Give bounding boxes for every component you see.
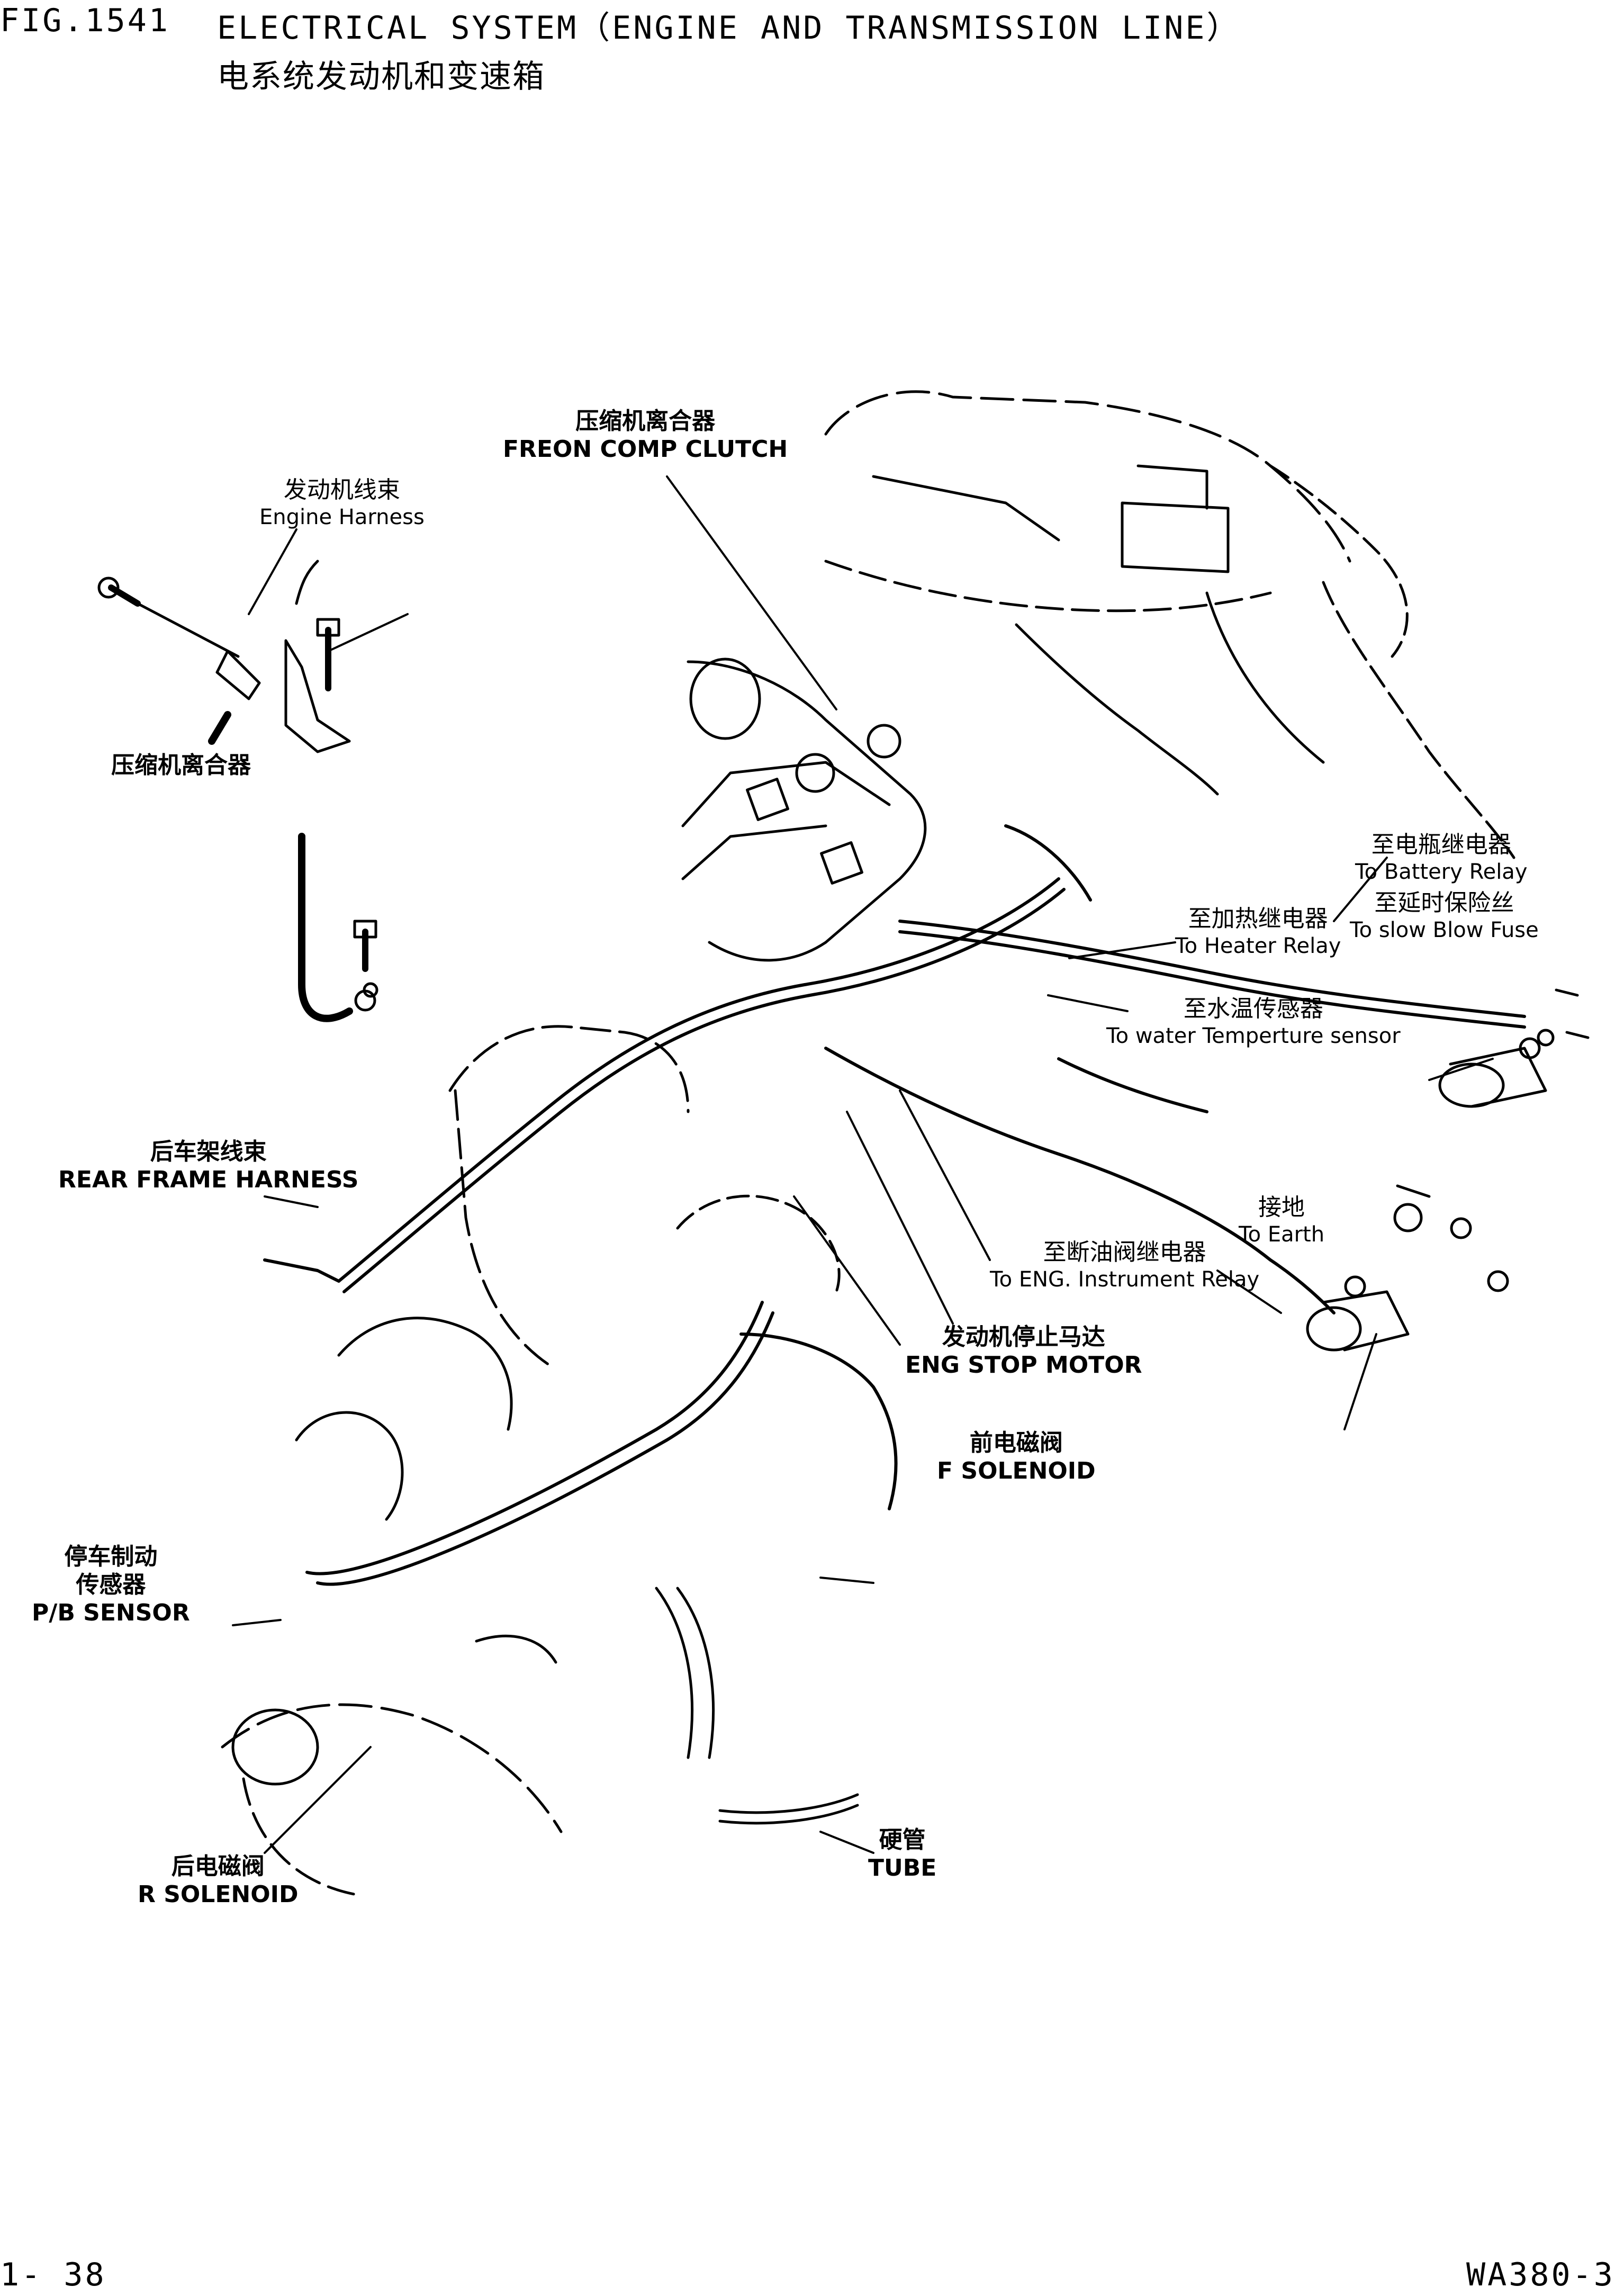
label-zh: 前电磁阀 xyxy=(969,1429,1063,1456)
label-r-solenoid: 后电磁阀 R SOLENOID xyxy=(138,1853,299,1909)
label-engine-harness: 发动机线束 Engine Harness xyxy=(259,476,425,530)
label-tube: 硬管 TUBE xyxy=(868,1826,936,1883)
label-zh: 硬管 xyxy=(879,1826,926,1853)
transmission-housing xyxy=(221,1025,841,1897)
label-zh: 接地 xyxy=(1258,1194,1305,1221)
label-en: REAR FRAME HARNESS xyxy=(58,1166,359,1193)
label-zh: 后车架线束 xyxy=(150,1138,267,1165)
label-eng-stop-motor: 发动机停止马达 ENG STOP MOTOR xyxy=(905,1323,1142,1380)
label-water-temp-sensor: 至水温传感器 To water Temperture sensor xyxy=(1106,995,1401,1049)
figure-title-zh: 电系统发动机和变速箱 xyxy=(217,58,545,95)
label-eng-instrument-relay: 至断油阀继电器 To ENG. Instrument Relay xyxy=(990,1239,1259,1292)
label-en: TUBE xyxy=(868,1854,937,1881)
label-zh: 至加热继电器 xyxy=(1188,905,1328,932)
label-zh: 发动机线束 xyxy=(283,476,400,503)
battery-relay xyxy=(1438,988,1590,1108)
label-zh: 压缩机离合器 xyxy=(111,752,251,779)
label-zh: 至电瓶继电器 xyxy=(1371,831,1511,858)
label-en: To slow Blow Fuse xyxy=(1350,917,1539,942)
label-en: P/B SENSOR xyxy=(32,1599,190,1626)
label-f-solenoid: 前电磁阀 F SOLENOID xyxy=(937,1429,1096,1485)
wiring-harness xyxy=(263,824,1526,1586)
label-zh: 停车制动 xyxy=(64,1543,158,1570)
label-zh: 压缩机离合器 xyxy=(575,408,716,435)
engine-harness-bracket xyxy=(97,560,351,753)
label-en: To Battery Relay xyxy=(1355,859,1528,884)
label-en: To ENG. Instrument Relay xyxy=(990,1267,1260,1292)
label-en: FREON COMP CLUTCH xyxy=(503,435,788,463)
label-en: To Earth xyxy=(1239,1222,1325,1247)
label-en: To Heater Relay xyxy=(1175,933,1341,958)
leader-lines xyxy=(232,475,1494,1854)
label-zh: 至水温传感器 xyxy=(1183,995,1323,1022)
label-rear-frame-harness: 后车架线束 REAR FRAME HARNESS xyxy=(58,1138,358,1194)
ground-cable xyxy=(298,833,378,1022)
label-earth: 接地 To Earth xyxy=(1239,1194,1324,1247)
compressor-assembly xyxy=(681,658,927,962)
label-pb-sensor: 停车制动 传感器 P/B SENSOR xyxy=(32,1543,190,1627)
label-en: F SOLENOID xyxy=(937,1457,1096,1484)
label-zh: 后电磁阀 xyxy=(171,1853,265,1880)
label-en: Engine Harness xyxy=(259,505,425,529)
label-zh: 至延时保险丝 xyxy=(1374,889,1514,916)
label-en: To water Temperture sensor xyxy=(1106,1023,1401,1048)
page-number: 1- 38 xyxy=(0,2256,106,2293)
engine-body xyxy=(824,390,1515,859)
label-en: R SOLENOID xyxy=(138,1880,299,1908)
label-battery-relay: 至电瓶继电器 To Battery Relay xyxy=(1355,831,1528,885)
label-zh: 传感器 xyxy=(76,1571,146,1598)
figure-title-en: ELECTRICAL SYSTEM（ENGINE AND TRANSMISSIO… xyxy=(217,10,1241,47)
figure-number: FIG.1541 xyxy=(0,2,170,39)
label-heater-relay: 至加热继电器 To Heater Relay xyxy=(1175,905,1341,959)
label-slow-blow-fuse: 至延时保险丝 To slow Blow Fuse xyxy=(1350,889,1539,943)
label-zh: 至断油阀继电器 xyxy=(1043,1239,1206,1266)
label-zh: 发动机停止马达 xyxy=(942,1323,1105,1350)
label-comp-clutch-left: 压缩机离合器 xyxy=(111,752,251,780)
label-freon-comp-clutch: 压缩机离合器 FREON COMP CLUTCH xyxy=(503,408,788,464)
model-code: WA380-3 xyxy=(1466,2256,1615,2293)
engine-instrument-relay xyxy=(1306,1184,1509,1352)
tube xyxy=(655,1587,859,1825)
label-en: ENG STOP MOTOR xyxy=(905,1351,1142,1379)
